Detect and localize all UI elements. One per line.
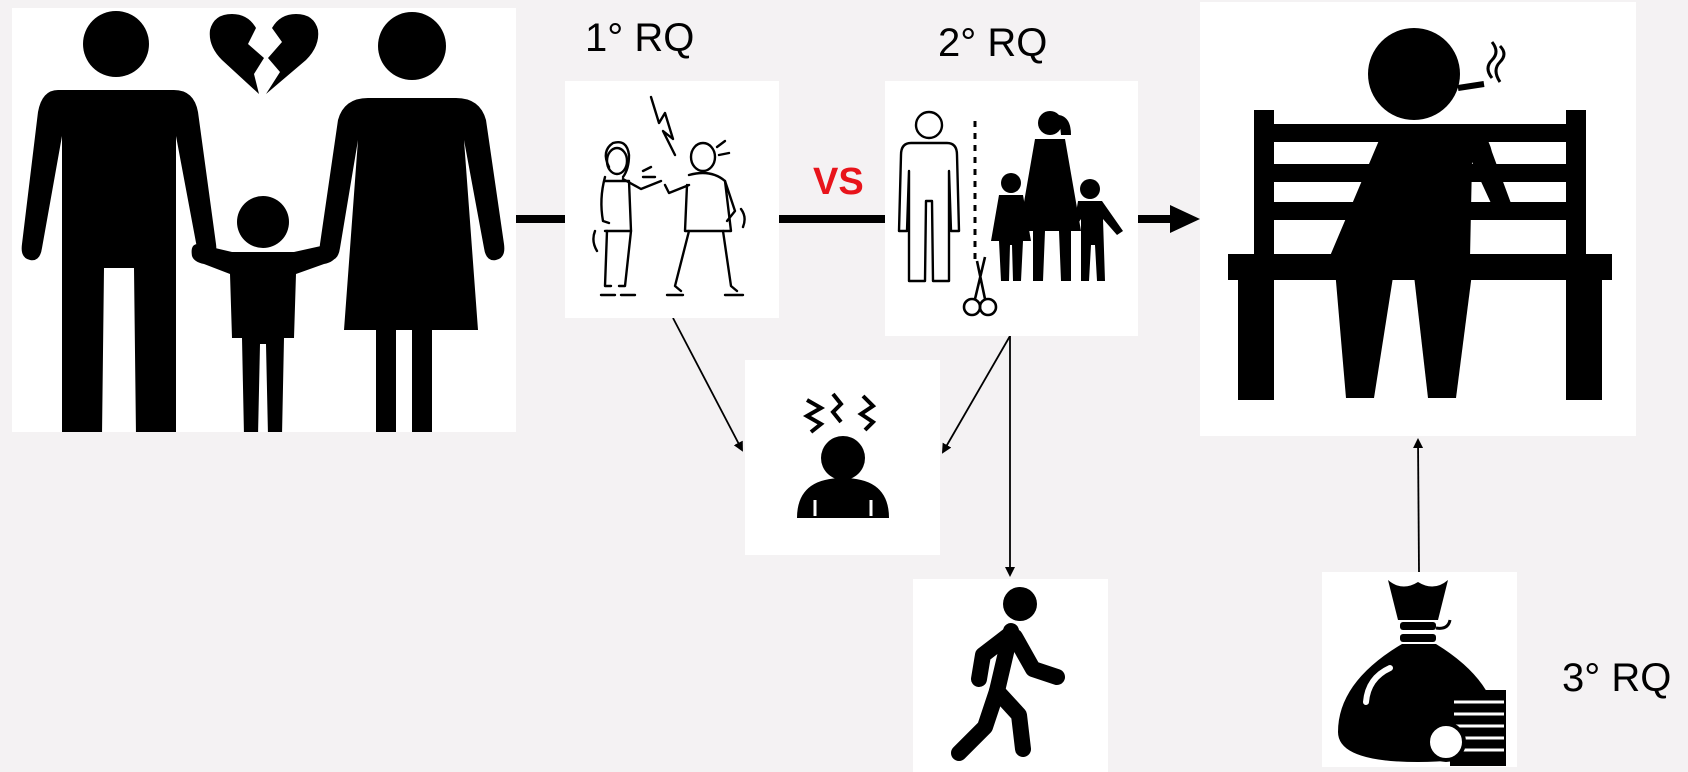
arrow-separation-to-stress bbox=[941, 335, 1011, 454]
separation-panel bbox=[885, 81, 1138, 336]
money-panel bbox=[1322, 572, 1517, 767]
arrow-money-to-bench bbox=[1413, 438, 1424, 573]
rq2-label: 2° RQ bbox=[938, 21, 1048, 65]
arrow-conflict-to-stress bbox=[672, 317, 743, 452]
conflict-panel bbox=[565, 81, 779, 318]
family-panel bbox=[12, 8, 516, 432]
leaving-panel bbox=[913, 579, 1108, 772]
rq1-label: 1° RQ bbox=[585, 16, 695, 60]
rq3-label: 3° RQ bbox=[1562, 656, 1672, 700]
stress-panel bbox=[745, 360, 940, 555]
family-broken-heart-icon bbox=[21, 11, 505, 432]
money-bag-coins-icon bbox=[1338, 580, 1506, 766]
couple-arguing-icon bbox=[592, 95, 746, 297]
separated-family-scissors-icon bbox=[897, 110, 1123, 317]
person-smoking-on-bench-icon bbox=[1228, 28, 1612, 400]
stressed-person-icon bbox=[797, 392, 889, 518]
bench-panel bbox=[1200, 2, 1636, 436]
vs-label: VS bbox=[813, 161, 864, 203]
main-flow-arrowhead bbox=[1170, 205, 1200, 233]
walking-person-icon bbox=[951, 587, 1065, 761]
